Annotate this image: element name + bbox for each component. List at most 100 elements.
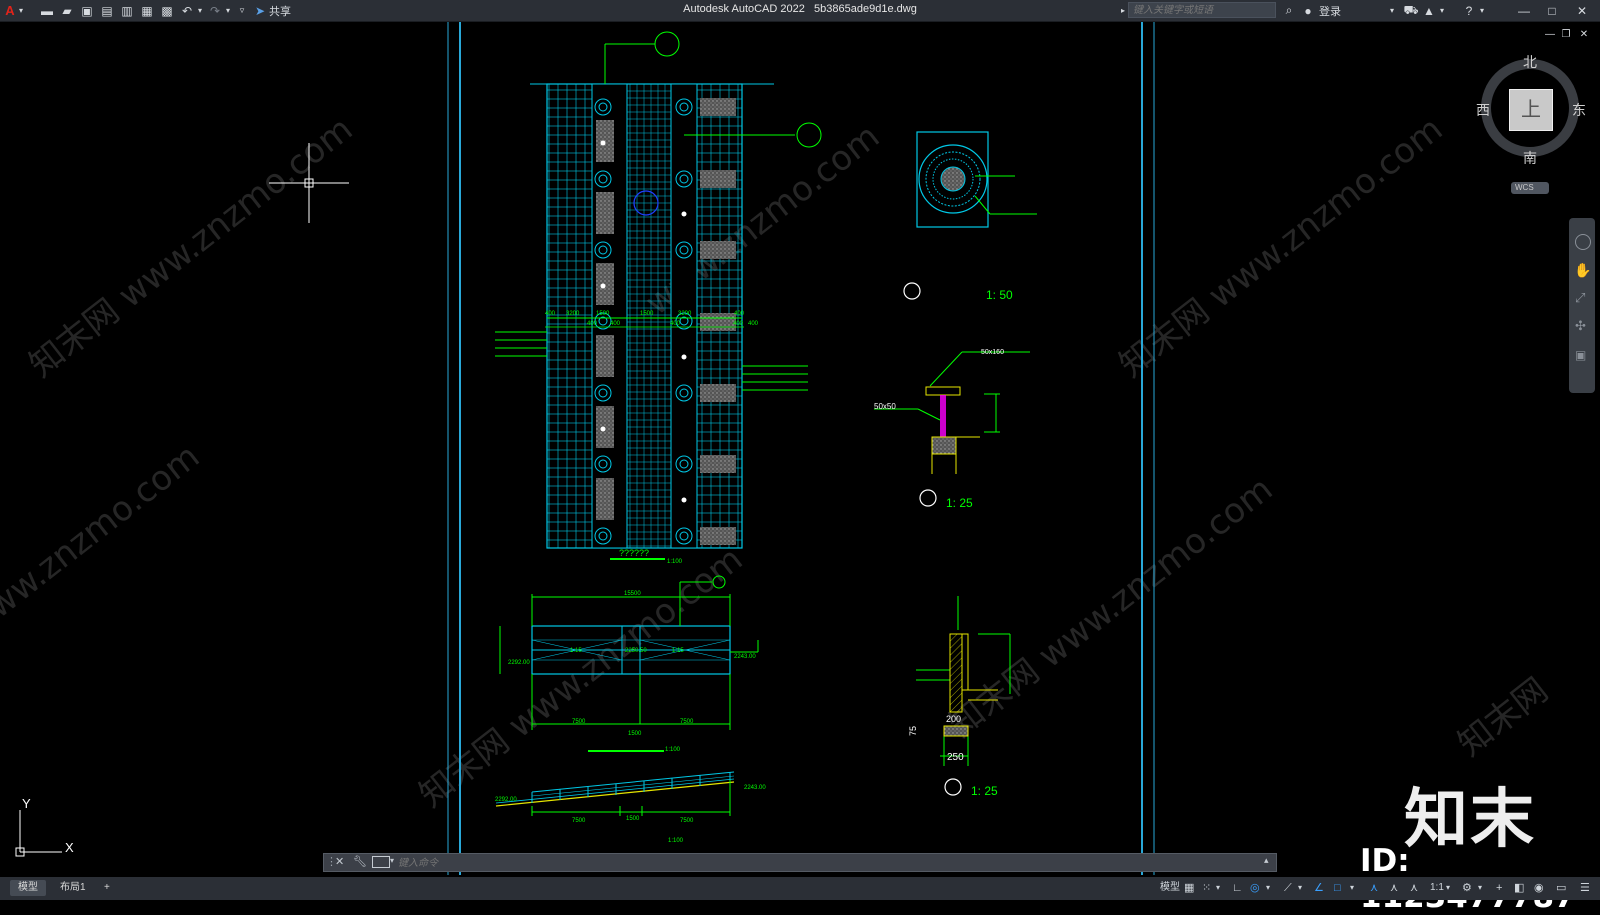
drawing-restore-icon[interactable]: ❐ — [1561, 29, 1571, 40]
workspace-dropdown-icon[interactable]: ▾ — [1478, 883, 1483, 892]
drawing-minimize-icon[interactable]: — — [1545, 29, 1555, 40]
object-snap-icon[interactable]: □ — [1334, 882, 1341, 894]
new-file-icon[interactable]: ▬ — [41, 3, 53, 18]
save-icon[interactable]: ▣ — [81, 3, 93, 18]
annotation-scale-dropdown-icon[interactable]: ▾ — [1446, 883, 1451, 892]
annotation-scale-icon[interactable]: ⋏ — [1410, 882, 1419, 894]
steering-wheel-icon[interactable] — [1575, 234, 1591, 250]
app-dropdown-icon[interactable]: ▾ — [1439, 6, 1444, 15]
help-icon[interactable]: ? — [1465, 3, 1473, 18]
autocad-logo-icon[interactable]: A — [5, 3, 15, 18]
open-folder-icon[interactable]: ▰ — [62, 3, 72, 18]
viewcube-south[interactable]: 南 — [1523, 150, 1537, 166]
svg-text:1:15: 1:15 — [570, 648, 582, 654]
command-recent-dropdown-icon[interactable]: ▾ — [390, 856, 395, 865]
crosshair-cursor — [269, 143, 349, 223]
annotation-scale-value[interactable]: 1:1 — [1430, 882, 1444, 893]
redo-icon[interactable]: ↷ — [209, 3, 221, 18]
polar-icon[interactable]: ◎ — [1250, 882, 1260, 894]
clean-screen-icon[interactable]: ▭ — [1556, 882, 1567, 894]
search-input[interactable] — [1128, 2, 1276, 18]
command-recent-icon[interactable] — [372, 856, 390, 868]
svg-text:3200: 3200 — [678, 311, 692, 317]
customize-status-icon[interactable]: ☰ — [1580, 882, 1590, 894]
wall-dim-200: 200 — [946, 714, 961, 724]
close-icon[interactable]: ✕ — [1576, 3, 1588, 18]
undo-icon[interactable]: ↶ — [181, 3, 193, 18]
ramp-plan-drawing[interactable] — [499, 575, 759, 752]
drawing-close-icon[interactable]: ✕ — [1579, 29, 1589, 40]
snap-icon[interactable]: ⁙ — [1202, 882, 1212, 894]
polar-dropdown-icon[interactable]: ▾ — [1266, 883, 1271, 892]
ramp-elevation-drawing[interactable] — [495, 771, 735, 816]
cart-icon[interactable]: ⛟ — [1403, 2, 1419, 17]
maximize-icon[interactable]: □ — [1548, 3, 1556, 18]
minimize-icon[interactable]: — — [1518, 3, 1530, 18]
search-expand-icon[interactable]: ▸ — [1120, 6, 1125, 15]
command-input[interactable] — [396, 855, 1260, 872]
isodraft-dropdown-icon[interactable]: ▾ — [1298, 883, 1303, 892]
plus-icon[interactable]: + — [1496, 882, 1503, 894]
plan-caption: ?????? — [619, 548, 649, 558]
wall-section-detail[interactable] — [916, 596, 1011, 796]
open-web-icon[interactable]: ▥ — [121, 3, 133, 18]
command-grip-icon[interactable]: ⋮ — [326, 856, 337, 868]
login-label[interactable]: 登录 — [1319, 5, 1341, 18]
svg-text:3200: 3200 — [566, 311, 580, 317]
app-menu-chevron-icon[interactable]: ▾ — [18, 6, 23, 15]
user-icon[interactable]: ● — [1304, 3, 1312, 18]
wcs-menu-button[interactable]: WCS — [1511, 182, 1549, 194]
isolate-objects-icon[interactable]: ◧ — [1514, 882, 1525, 894]
command-history-icon[interactable]: ▴ — [1264, 855, 1269, 865]
svg-text:7500: 7500 — [572, 719, 586, 725]
zoom-icon[interactable]: ⤢ — [1575, 290, 1586, 305]
sheet-border — [447, 22, 1155, 875]
snap-dropdown-icon[interactable]: ▾ — [1216, 883, 1221, 892]
command-settings-icon[interactable]: 🔧︎ — [353, 856, 367, 868]
autodesk-app-icon[interactable]: ▲ — [1423, 3, 1435, 18]
svg-text:2243.00: 2243.00 — [734, 654, 756, 660]
ortho-icon[interactable]: ∟ — [1232, 882, 1243, 894]
svg-text:2292.00: 2292.00 — [495, 797, 517, 803]
annotation-visibility-icon[interactable]: ⋏ — [1370, 882, 1379, 894]
isodraft-icon[interactable]: ⟋ — [1284, 882, 1292, 894]
plot-icon[interactable]: ▩ — [161, 3, 173, 18]
tree-pit-detail[interactable] — [903, 131, 1037, 300]
pan-icon[interactable]: ✋ — [1574, 262, 1592, 278]
viewcube-north[interactable]: 北 — [1523, 54, 1537, 70]
viewcube-west[interactable]: 西 — [1476, 102, 1490, 118]
tab-layout1[interactable]: 布局1 — [60, 882, 86, 893]
add-layout-button[interactable]: + — [104, 882, 110, 893]
share-label[interactable]: 共享 — [269, 5, 291, 18]
object-snap-dropdown-icon[interactable]: ▾ — [1350, 883, 1355, 892]
orbit-icon[interactable]: ✣ — [1575, 318, 1586, 333]
grid-icon[interactable]: ▦ — [1184, 882, 1195, 894]
redo-dropdown-icon[interactable]: ▾ — [225, 6, 230, 15]
svg-text:1500: 1500 — [640, 311, 654, 317]
viewcube[interactable]: 上 北 南 西 东 — [1476, 54, 1586, 166]
login-dropdown-icon[interactable]: ▾ — [1389, 6, 1394, 15]
svg-text:400: 400 — [733, 321, 744, 327]
viewcube-top-face[interactable]: 上 — [1509, 89, 1553, 131]
status-model-button[interactable]: 模型 — [1160, 882, 1180, 893]
help-dropdown-icon[interactable]: ▾ — [1479, 6, 1484, 15]
fence-detail[interactable] — [874, 351, 1030, 507]
plan-dimensions: 400 3200 1500 1500 3200 400 400 400 400 … — [545, 311, 759, 327]
object-snap-tracking-icon[interactable]: ∠ — [1314, 882, 1324, 894]
share-icon[interactable]: ➤ — [254, 3, 266, 18]
viewcube-east[interactable]: 东 — [1572, 102, 1586, 118]
undo-dropdown-icon[interactable]: ▾ — [197, 6, 202, 15]
hardware-acceleration-icon[interactable]: ◉ — [1534, 882, 1544, 894]
save-web-icon[interactable]: ▦ — [141, 3, 153, 18]
detail-label-top: 50x160 — [981, 349, 1004, 356]
command-close-icon[interactable]: ✕ — [335, 856, 345, 868]
save-as-icon[interactable]: ▤ — [101, 3, 113, 18]
workspace-gear-icon[interactable]: ⚙ — [1462, 882, 1472, 894]
search-icon[interactable]: ⌕ — [1285, 3, 1293, 17]
tab-model[interactable]: 模型 — [10, 880, 46, 896]
auto-scale-icon[interactable]: ⋏ — [1390, 882, 1399, 894]
showmotion-icon[interactable]: ▣ — [1575, 348, 1587, 362]
paving-plan-drawing[interactable] — [495, 31, 822, 560]
customize-quickaccess-icon[interactable]: ▿ — [239, 5, 245, 15]
